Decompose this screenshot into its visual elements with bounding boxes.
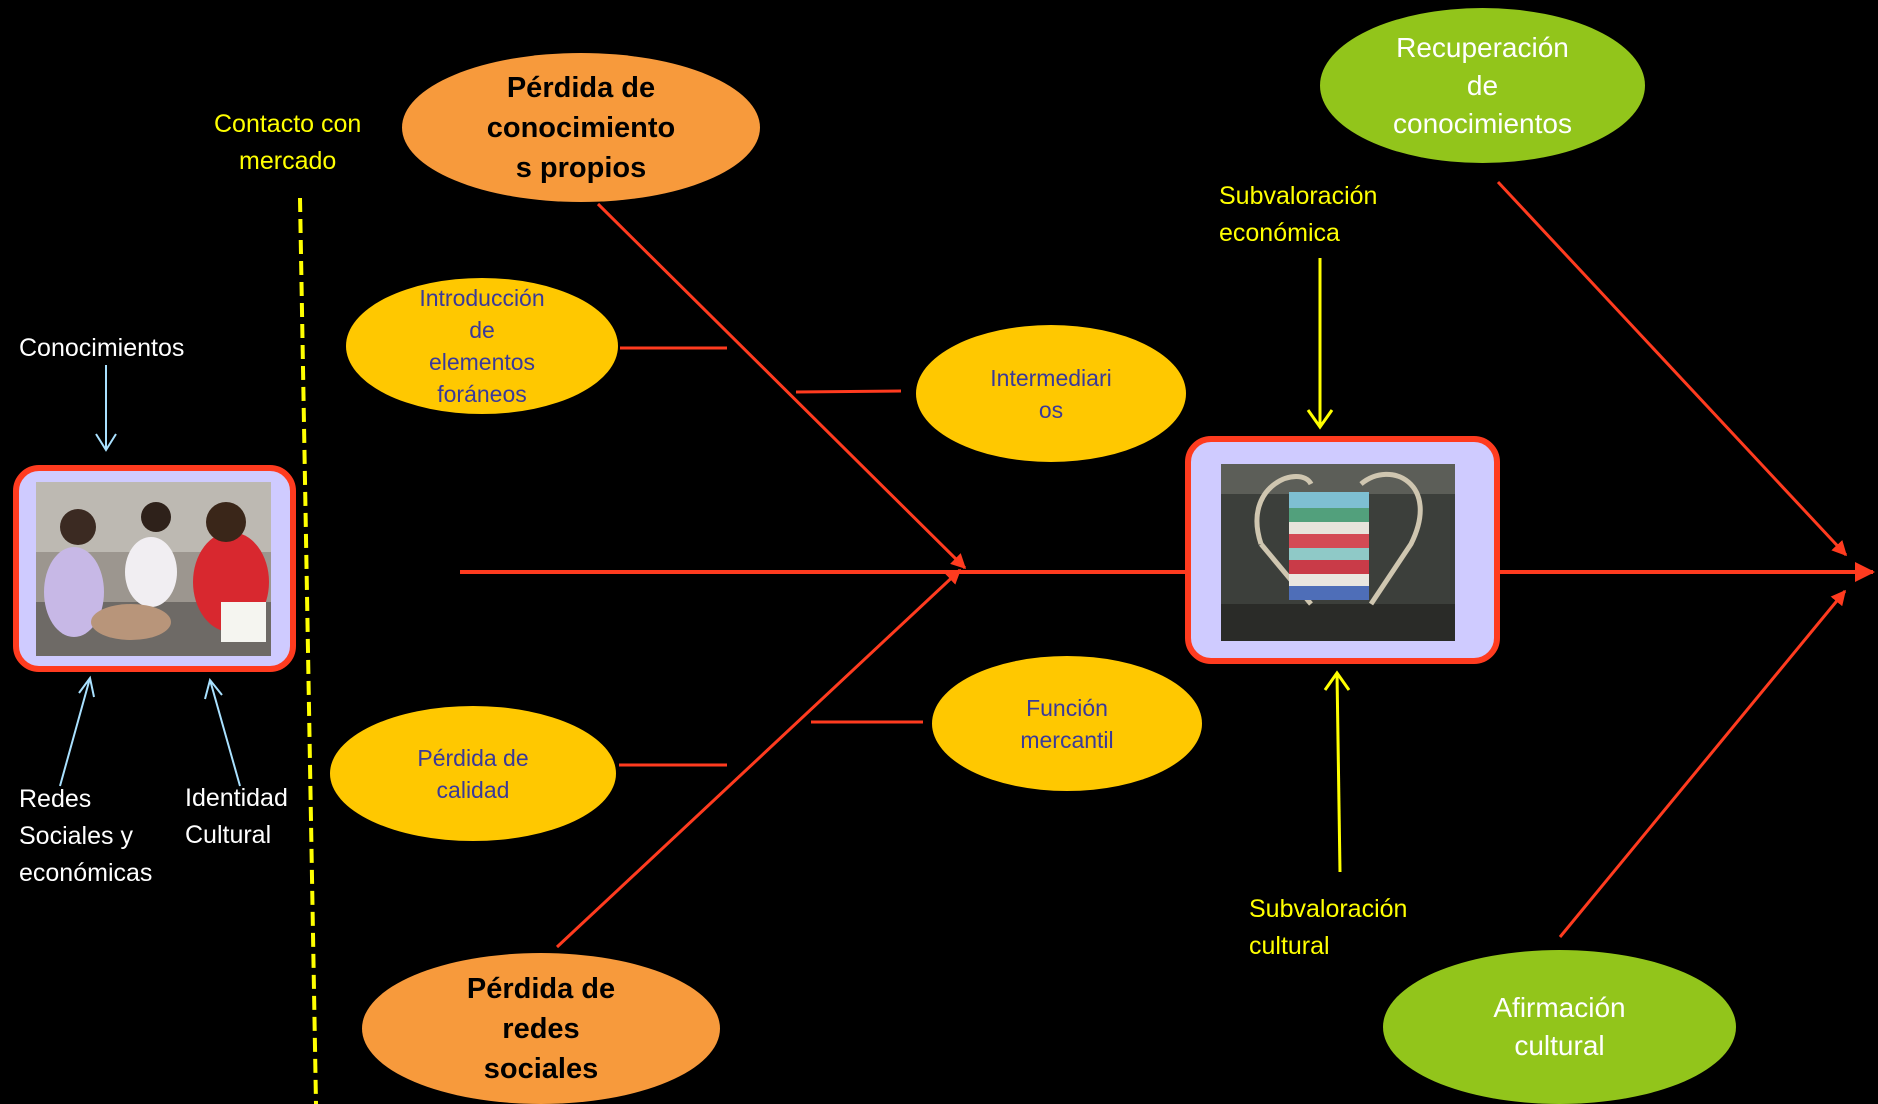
node-perdida-conocimientos: Pérdida de conocimiento s propios [402, 53, 760, 202]
market-divider-line [298, 197, 318, 1104]
arrow-subval-cultural [1335, 672, 1342, 873]
arrow-redes [59, 677, 91, 787]
branch-perdida-conocimientos [596, 202, 967, 570]
node-intermediarios: Intermediari os [916, 325, 1186, 462]
sub-intermediarios [795, 389, 902, 394]
label-redes-sociales: Redes Sociales y económicas [19, 785, 153, 887]
label-subvaloracion-cultural: Subvaloración cultural [1249, 895, 1408, 960]
branch-perdida-redes [555, 568, 962, 949]
node-introduccion-elementos: Introducción de elementos foráneos [346, 278, 618, 414]
label-identidad-cultural: Identidad Cultural [185, 784, 288, 849]
branch-afirmacion [1558, 589, 1847, 938]
woven-bag-photo [1221, 464, 1455, 641]
label-conocimientos: Conocimientos [19, 334, 185, 362]
node-perdida-redes: Pérdida de redes sociales [362, 953, 720, 1104]
node-perdida-calidad: Pérdida de calidad [330, 706, 616, 841]
node-funcion-mercantil: Función mercantil [932, 656, 1202, 791]
node-afirmacion-cultural: Afirmación cultural [1383, 950, 1736, 1104]
branch-recuperacion [1496, 180, 1848, 557]
label-subvaloracion-economica: Subvaloración económica [1219, 182, 1378, 247]
women-weaving-photo [36, 482, 271, 656]
node-recuperacion-conocimientos: Recuperación de conocimientos [1320, 8, 1645, 163]
label-contacto-mercado: Contacto con mercado [214, 110, 362, 175]
arrow-identidad [209, 679, 241, 787]
